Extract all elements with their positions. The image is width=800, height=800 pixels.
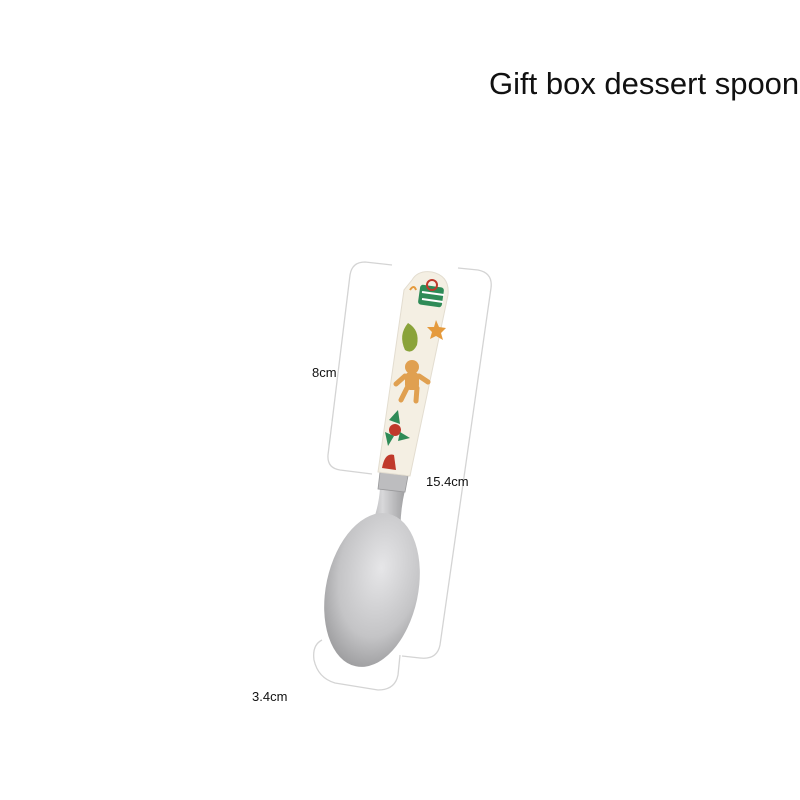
spoon-bowl [324, 513, 420, 667]
star-icon [427, 320, 446, 340]
handle-pattern [382, 279, 446, 470]
dimension-brackets [313, 261, 492, 691]
ornament-icon [402, 323, 418, 352]
total-length-label: 15.4cm [426, 474, 469, 489]
handle-length-label: 8cm [312, 365, 337, 380]
bowl-width-label: 3.4cm [252, 689, 288, 704]
product-title: Gift box dessert spoon [489, 66, 800, 101]
santa-hat-icon [382, 454, 396, 470]
gingerbread-icon [393, 360, 431, 404]
gift-icon [418, 284, 444, 308]
holly-icon [389, 424, 401, 436]
